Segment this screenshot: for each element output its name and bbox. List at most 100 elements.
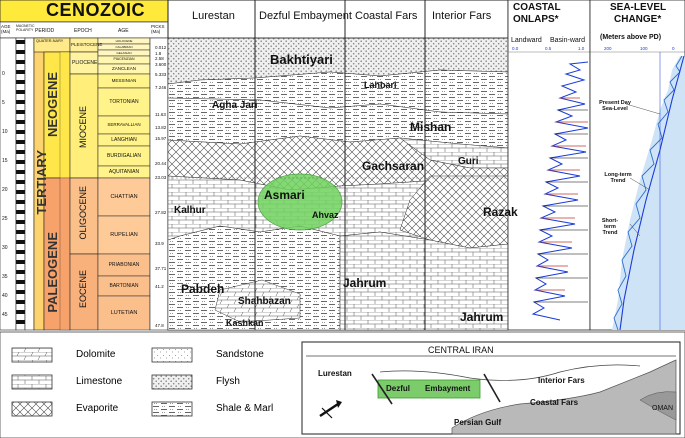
dezful-embayment-box [377, 379, 481, 399]
legend-dolomite-label: Dolomite [76, 349, 116, 360]
pick-label: 1.8 [155, 51, 162, 56]
short-term-curve [613, 55, 683, 331]
label-pabdeh: Pabdeh [181, 282, 225, 296]
sealevel-title-2: CHANGE* [614, 14, 662, 25]
onlaps-tick-2: 1.0 [578, 46, 585, 51]
pick-label: 11.63 [155, 112, 166, 117]
age-tick-label: 5 [2, 100, 5, 106]
pleistocene-label: PLEISTOCENE [71, 42, 103, 47]
stratigraphy-panel [167, 0, 509, 331]
label-razak: Razak [483, 205, 518, 219]
label-jahrum-1: Jahrum [343, 276, 387, 290]
tertiary-label: TERTIARY [34, 150, 49, 215]
legend-limestone-swatch [11, 374, 53, 390]
age-tick-label: 10 [2, 129, 8, 135]
map-interior-fars: Interior Fars [538, 376, 585, 385]
eocene-label: EOCENE [78, 270, 88, 309]
legend-shale-label: Shale & Marl [216, 403, 274, 414]
legend-flysh-label: Flysh [216, 376, 240, 387]
pick-label: 33.9 [155, 241, 164, 246]
coastal-onlaps-panel [507, 0, 591, 331]
pick-label: 15.97 [155, 136, 167, 141]
pick-label: 23.03 [155, 175, 167, 180]
era-title: CENOZOIC [46, 0, 146, 20]
label-kalhur: Kalhur [174, 205, 206, 216]
pick-label: 3.600 [155, 62, 167, 67]
stage-label: LUTETIAN [110, 310, 138, 316]
legend-dolomite-swatch [11, 347, 53, 363]
onlap-red-markers [535, 97, 588, 291]
legend-sandstone-label: Sandstone [216, 349, 264, 360]
onlaps-basinward: Basin-ward [550, 37, 586, 44]
onlaps-title-2: ONLAPS* [513, 14, 559, 25]
period-header: PERIOD [35, 28, 55, 34]
magnetic-polarity-column [15, 37, 26, 331]
map-central-iran: CENTRAL IRAN [428, 345, 494, 355]
label-kashkan: Kashkan [226, 318, 264, 328]
region-lurestan: Lurestan [192, 10, 235, 22]
pick-label: 41.2 [155, 284, 164, 289]
map-persian-gulf: Persian Gulf [454, 418, 502, 427]
stage-label: TORTONIAN [109, 99, 139, 105]
legend-evaporite-swatch [11, 401, 53, 417]
stage-label: PRIABONIAN [108, 262, 140, 268]
pick-label: 0.012 [155, 45, 167, 50]
short-term-label: Short-term Trend [601, 218, 619, 237]
age-tick-label: 20 [2, 187, 8, 193]
legend-shale-swatch [151, 401, 193, 417]
region-interior-fars: Interior Fars [432, 10, 492, 22]
timescale [0, 0, 169, 331]
map-oman: OMAN [652, 405, 673, 412]
stage-label: RUPELIAN [110, 232, 138, 238]
pick-label: 47.8 [155, 323, 164, 328]
sealevel-tick-1: 100 [640, 46, 648, 51]
paleogene-label: PALEOGENE [45, 232, 60, 313]
label-gachsaran: Gachsaran [362, 159, 425, 173]
age-axis [0, 37, 17, 331]
age-tick-label: 25 [2, 216, 8, 222]
stage-label: SERRAVALLIAN [107, 122, 141, 127]
pliocene-label: PLIOCENE [72, 60, 98, 66]
pick-label: 37.71 [155, 266, 167, 271]
legend-evaporite-label: Evaporite [76, 403, 119, 414]
stage-label: CHATTIAN [110, 194, 138, 200]
onlaps-tick-1: 0.5 [545, 46, 552, 51]
label-guri: Guri [458, 156, 479, 167]
stage-label: BARTONIAN [109, 283, 139, 289]
jahrum-formation [339, 231, 509, 331]
oman-shape [639, 391, 677, 421]
sealevel-tick-0: 200 [604, 46, 612, 51]
pick-label: 7.246 [155, 85, 167, 90]
pick-label: 20.44 [155, 161, 167, 166]
onlaps-landward: Landward [511, 37, 542, 44]
shahbazan-formation [214, 279, 301, 323]
label-asmari: Asmari [264, 188, 305, 202]
oligocene-epoch [69, 177, 99, 255]
map-lurestan: Lurestan [318, 369, 352, 378]
region-dezful-embayment: Dezful Embayment [259, 10, 352, 22]
picks-header: PICKS (Ma) [151, 24, 165, 34]
persian-gulf-shape [451, 359, 677, 435]
age-tick-label: 0 [2, 71, 5, 77]
age-tick-label: 30 [2, 245, 8, 251]
stage-label: AQUITANIAN [108, 169, 140, 175]
map-embayment: Embayment [425, 384, 471, 393]
oligocene-label: OLIGOCENE [78, 186, 88, 240]
stage-header: AGE [118, 28, 129, 34]
legend-sandstone-swatch [151, 347, 193, 363]
stage-label: GELASIAN [116, 51, 132, 55]
label-bakhtiyari: Bakhtiyari [270, 52, 333, 67]
label-agha-jari: Agha Jari [212, 100, 258, 111]
label-ahvaz: Ahvaz [312, 210, 339, 220]
stage-label: BURDIGALIAN [107, 153, 141, 159]
legend-limestone-label: Limestone [76, 376, 123, 387]
pick-label: 27.82 [155, 210, 167, 215]
stage-label: ZANCLEAN [111, 66, 136, 71]
label-shahbazan: Shahbazan [238, 296, 291, 307]
onlaps-tick-0: 0.0 [512, 46, 519, 51]
label-jahrum-2: Jahrum [460, 310, 504, 324]
stage-label: HOLOCENE [115, 39, 133, 43]
neogene-label: NEOGENE [45, 72, 60, 138]
asmari-highlight [257, 173, 343, 231]
